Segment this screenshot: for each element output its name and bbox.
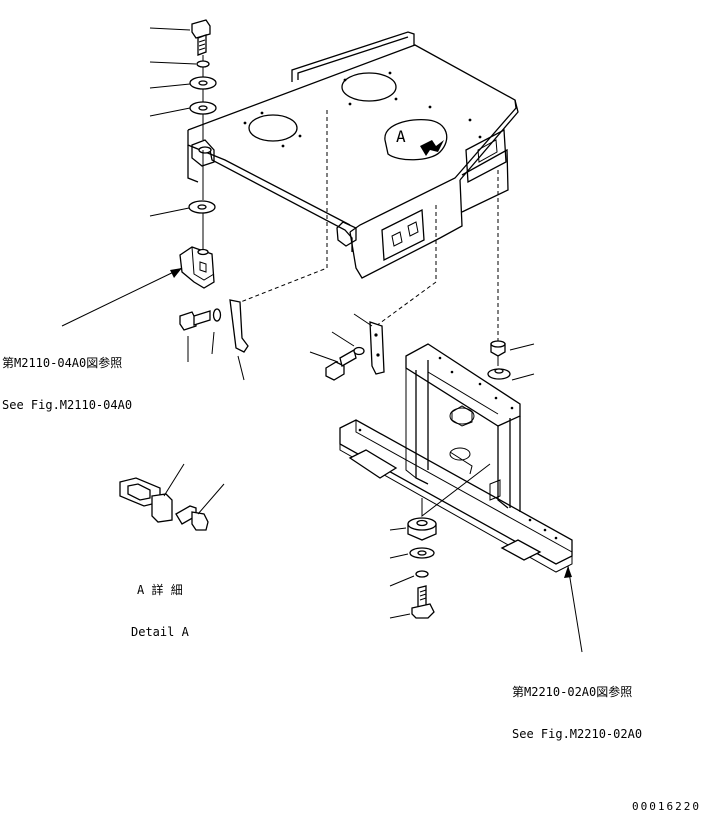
sub-frame bbox=[339, 343, 583, 653]
detail-a-label: A 詳 細 Detail A bbox=[131, 555, 189, 653]
mount-bracket bbox=[61, 246, 215, 327]
reference-label-m2210: 第M2210-02A0図参照 See Fig.M2210-02A0 bbox=[512, 657, 642, 755]
detail-a-label-en: Detail A bbox=[131, 625, 189, 639]
detail-a-drawing bbox=[119, 463, 225, 531]
guide-line-2 bbox=[375, 205, 437, 327]
detail-a-label-jp: A 詳 細 bbox=[137, 583, 183, 597]
bolt-group-middle bbox=[179, 299, 249, 381]
bolt-group-center bbox=[309, 313, 385, 381]
bolt-stack-upper bbox=[149, 19, 217, 217]
reference-label-m2110-jp: 第M2110-04A0図参照 bbox=[2, 356, 123, 370]
reference-label-m2210-jp: 第M2210-02A0図参照 bbox=[512, 685, 633, 699]
view-marker-letter: A bbox=[396, 127, 406, 146]
reference-label-m2110-en: See Fig.M2110-04A0 bbox=[2, 398, 133, 412]
reference-label-m2110: 第M2110-04A0図参照 See Fig.M2110-04A0 bbox=[2, 328, 132, 426]
reference-label-m2210-en: See Fig.M2210-02A0 bbox=[512, 727, 643, 741]
floor-plate bbox=[187, 31, 519, 279]
bolt-stack-lower bbox=[389, 463, 491, 619]
guide-line-1 bbox=[232, 110, 328, 306]
drawing-number: 00016220 bbox=[632, 800, 701, 813]
mount-right bbox=[487, 340, 535, 381]
